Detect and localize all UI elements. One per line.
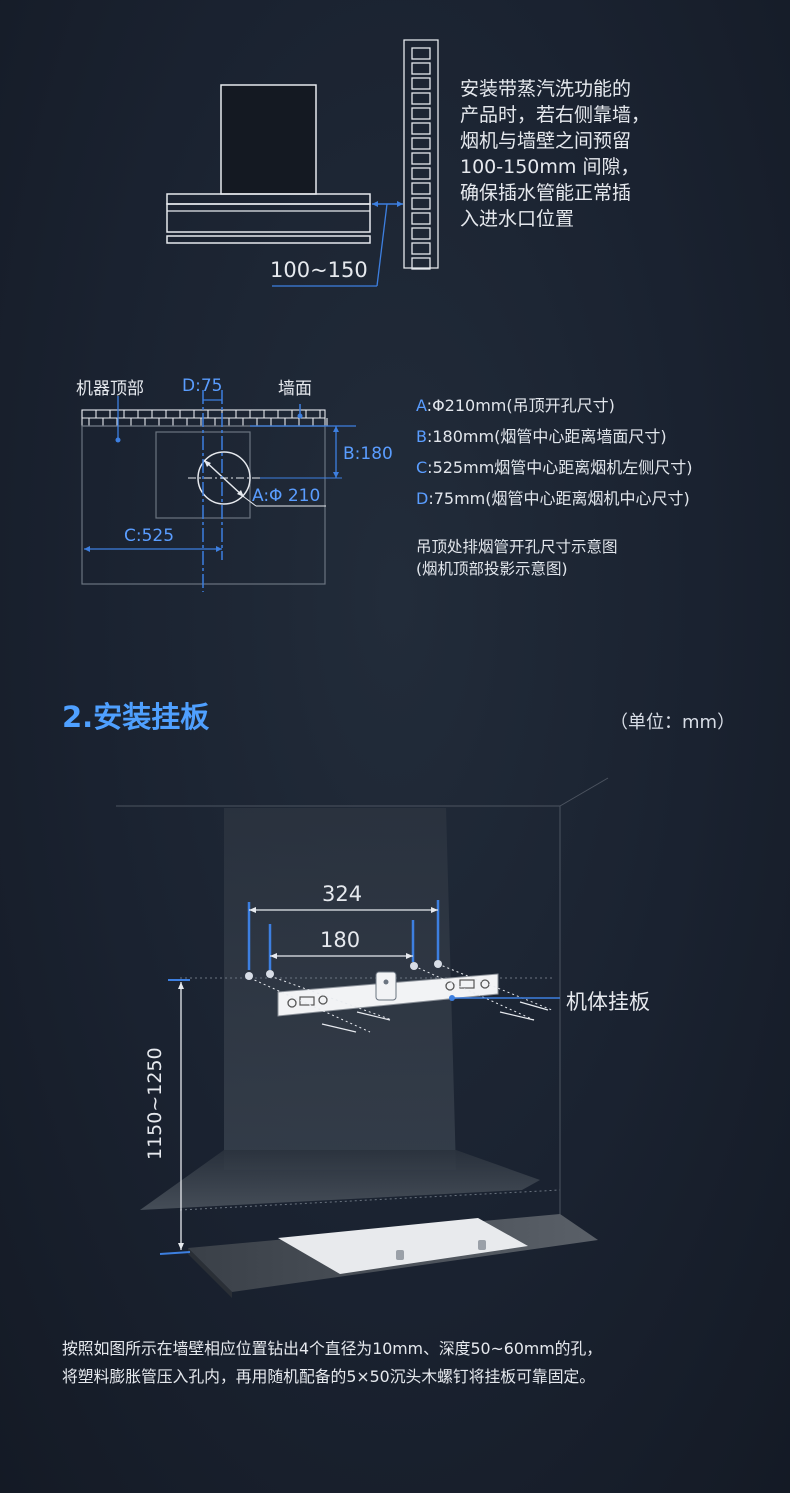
hood-body [166,203,371,233]
drill-guide-lines [249,963,553,1033]
legend-text: :525mm烟管中心距离烟机左侧尺寸) [427,458,693,477]
hood-chimney [220,84,317,195]
legend-text: :75mm(烟管中心距离烟机中心尺寸) [428,489,690,508]
wall-brick [411,227,431,240]
unit-label: （单位：mm） [610,712,736,733]
plate-tab [375,971,397,1001]
wall-brick [411,62,431,75]
brick-wall [403,39,439,270]
ceiling-bricks [81,409,328,427]
mounting-plate-diagram [116,777,609,1298]
ceiling-hole-diagram [81,390,356,592]
note-line: 100-150mm 间隙， [460,156,640,178]
legend-key: D [416,489,429,508]
wall-brick [411,77,431,90]
instruction-line-2: 将塑料膨胀管压入孔内，再用随机配备的5×50沉头木螺钉将挂板可靠固定。 [62,1367,596,1386]
cooktop [278,1218,528,1274]
wall-brick [411,242,431,255]
section-title: 2.安装挂板 [62,700,210,734]
legend-key: A [416,396,427,415]
gap-label: 100~150 [270,258,368,282]
dim-324-label: 324 [322,882,363,906]
b-label: B:180 [343,444,393,464]
legend-c: C:525mm烟管中心距离烟机左侧尺寸) [416,454,693,478]
wall-brick [411,137,431,150]
height-label-text: 1150~1250 [144,1047,166,1160]
wall-brick [411,197,431,210]
dim-180-label: 180 [320,928,361,952]
diagram-caption-2: (烟机顶部投影示意图) [416,560,568,578]
wall-brick [411,152,431,165]
a-label: A:Φ 210 [252,486,321,506]
duct-hole [197,451,251,505]
hood-shape [140,1150,540,1210]
wall-brick [411,107,431,120]
side-gap-diagram [166,39,439,287]
machine-top-label: 机器顶部 [76,379,144,399]
legend-text: :Φ210mm(吊顶开孔尺寸) [426,396,615,415]
wall-brick [411,122,431,135]
legend-key: B [416,427,427,446]
note-line: 烟机与墙壁之间预留 [460,130,632,152]
d-label: D:75 [182,376,223,396]
wall-brick [411,92,431,105]
note-line: 安装带蒸汽洗功能的 [460,78,632,100]
wall-brick [411,182,431,195]
diagram-caption-1: 吊顶处排烟管开孔尺寸示意图 [416,538,618,556]
steam-wash-note: 安装带蒸汽洗功能的 产品时，若右侧靠墙， 烟机与墙壁之间预留 100-150mm… [460,76,680,232]
legend-d: D:75mm(烟管中心距离烟机中心尺寸) [416,485,690,509]
wall-brick [411,257,431,270]
wall-brick [411,47,431,60]
legend-a: A:Φ210mm(吊顶开孔尺寸) [416,392,615,416]
c-label: C:525 [124,526,175,546]
hood-bottom-strip [166,235,371,244]
plate-label: 机体挂板 [566,990,650,1014]
instruction-line-1: 按照如图所示在墙壁相应位置钻出4个直径为10mm、深度50~60mm的孔， [62,1339,603,1358]
drill-holes [245,900,442,980]
wall-brick [411,212,431,225]
note-line: 确保插水管能正常插 [460,182,632,204]
legend-key: C [416,458,428,477]
screw-anchors [321,1001,549,1033]
wall-label: 墙面 [278,379,312,399]
legend-text: :180mm(烟管中心距离墙面尺寸) [426,427,667,446]
wall-brick [411,167,431,180]
note-line: 入进水口位置 [460,208,575,230]
hood-top-plate [166,193,371,205]
note-line: 产品时，若右侧靠墙， [460,104,651,126]
legend-b: B:180mm(烟管中心距离墙面尺寸) [416,423,667,447]
